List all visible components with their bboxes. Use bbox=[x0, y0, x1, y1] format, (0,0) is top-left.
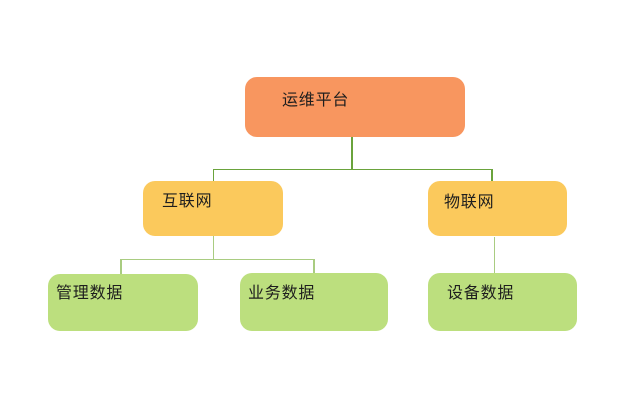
connector-internet-to-management-data bbox=[120, 258, 122, 275]
connector-root-to-internet bbox=[212, 168, 214, 182]
node-business-data-label: 业务数据 bbox=[248, 285, 316, 302]
connector-level2-bus bbox=[120, 258, 315, 260]
node-iot-label: 物联网 bbox=[444, 194, 495, 211]
node-ops-platform: 运维平台 bbox=[245, 77, 465, 137]
connector-iot-to-device-data bbox=[493, 237, 495, 273]
node-internet: 互联网 bbox=[143, 181, 283, 236]
node-ops-platform-label: 运维平台 bbox=[282, 92, 350, 109]
node-management-data-label: 管理数据 bbox=[56, 285, 124, 302]
connector-internet-stem bbox=[212, 236, 214, 260]
node-iot: 物联网 bbox=[428, 181, 567, 236]
node-management-data: 管理数据 bbox=[48, 274, 198, 331]
connector-level1-bus bbox=[212, 168, 493, 170]
connector-internet-to-business-data bbox=[313, 258, 315, 274]
node-internet-label: 互联网 bbox=[162, 193, 213, 210]
connector-root-stem bbox=[351, 137, 353, 169]
node-business-data: 业务数据 bbox=[240, 273, 388, 331]
connector-root-to-iot bbox=[491, 168, 493, 182]
node-device-data: 设备数据 bbox=[428, 273, 577, 331]
node-device-data-label: 设备数据 bbox=[447, 285, 515, 302]
